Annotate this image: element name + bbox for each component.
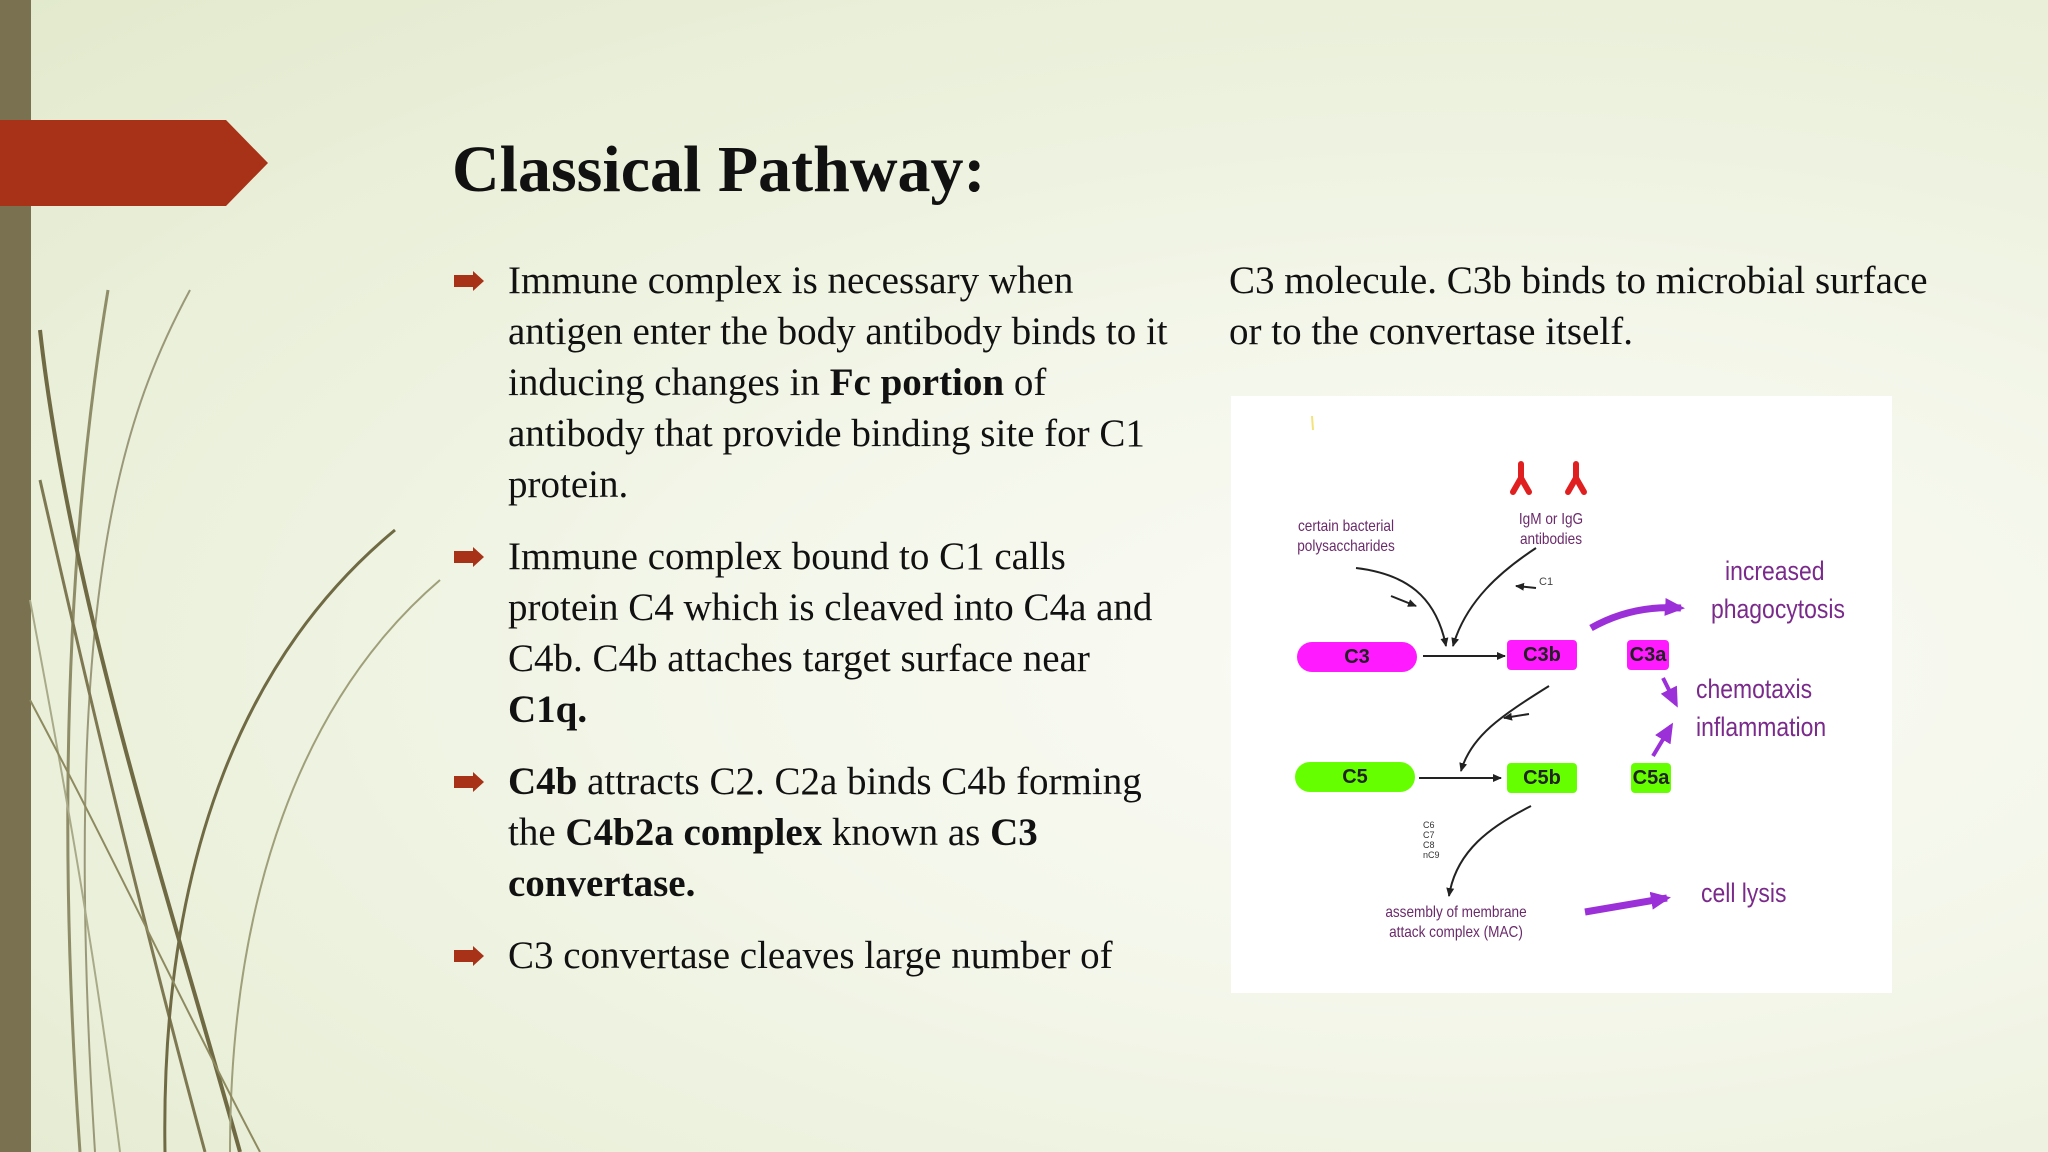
- decorative-grass-lines: [29, 289, 441, 1152]
- bullet-bold-text: C3 convertase.: [508, 811, 1038, 905]
- bullet-bold-text: C1q.: [508, 688, 588, 731]
- text-column-right: C3 molecule. C3b binds to microbial surf…: [1229, 255, 1929, 357]
- c5b-node: C5b: [1507, 763, 1577, 793]
- slide-title: Classical Pathway:: [452, 133, 986, 206]
- bullet-bold-text: C4b: [508, 760, 578, 803]
- bullet-item: C4b attracts C2. C2a binds C4b forming t…: [454, 756, 1174, 909]
- bullet-bold-text: C4b2a complex: [565, 811, 823, 854]
- arrow-bullet-icon: [454, 946, 484, 966]
- cell-lysis-label: cell lysis: [1701, 878, 1787, 908]
- title-banner: [0, 120, 268, 206]
- bullet-text: attracts C2. C2a binds C4b forming the: [508, 760, 1142, 854]
- c5a-node: C5a: [1631, 763, 1671, 793]
- c3b-node: C3b: [1507, 640, 1577, 670]
- c3-node: C3: [1297, 642, 1417, 672]
- bullet-item: Immune complex bound to C1 calls protein…: [454, 531, 1174, 735]
- bullet-continuation: C3 molecule. C3b binds to microbial surf…: [1229, 259, 1928, 353]
- bullet-text: C3 convertase cleaves large number of: [508, 934, 1113, 977]
- arrow-bullet-icon: [454, 772, 484, 792]
- c1-label: C1: [1539, 576, 1554, 588]
- pathway-arrows: [1311, 415, 1685, 916]
- bullet-bold-text: Fc portion: [829, 361, 1005, 404]
- bullet-text: of antibody that provide binding site fo…: [508, 361, 1145, 506]
- bullet-text: Immune complex bound to C1 calls protein…: [508, 535, 1153, 680]
- antibody-icon: [1510, 461, 1587, 495]
- bullet-text: Immune complex is necessary when antigen…: [508, 259, 1168, 404]
- c5-node: C5: [1295, 762, 1415, 792]
- bullet-text: known as: [822, 811, 991, 854]
- arrow-bullet-icon: [454, 547, 484, 567]
- bullet-item: C3 convertase cleaves large number of: [454, 930, 1174, 981]
- bullet-item: Immune complex is necessary when antigen…: [454, 255, 1174, 510]
- arrow-bullet-icon: [454, 271, 484, 291]
- c3a-node: C3a: [1627, 640, 1669, 670]
- bullet-list: Immune complex is necessary when antigen…: [454, 255, 1174, 1002]
